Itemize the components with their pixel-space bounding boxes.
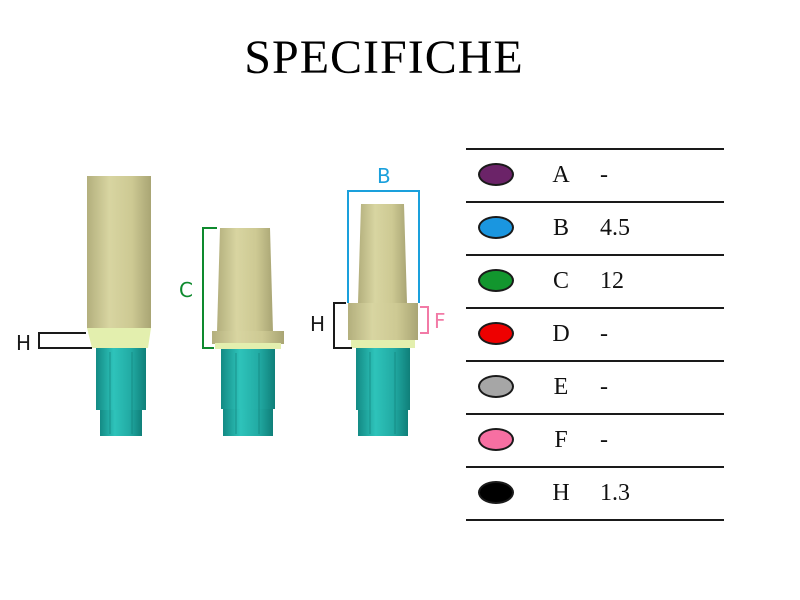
abutment-3-body [358, 204, 407, 303]
abutment-2-base [221, 349, 275, 409]
spec-value: - [600, 374, 608, 400]
spec-letter: C [552, 268, 569, 294]
abutment-3-shoulder [348, 303, 418, 340]
spec-row: H 1.3 [466, 466, 724, 521]
spec-color-swatch [478, 322, 514, 345]
abutment-1 [87, 176, 151, 436]
spec-row: D - [466, 307, 724, 360]
spec-value: 12 [600, 268, 624, 294]
spec-row: C 12 [466, 254, 724, 307]
spec-letter: E [553, 374, 569, 400]
spec-color-swatch [478, 216, 514, 239]
spec-letter: B [552, 215, 569, 241]
page-title: SPECIFICHE [244, 31, 524, 84]
dimension-h-right [333, 302, 352, 349]
dimension-c [202, 227, 217, 349]
spec-row: B 4.5 [466, 201, 724, 254]
spec-value: - [600, 427, 608, 453]
spec-letter: A [552, 162, 570, 188]
spec-value: 4.5 [600, 215, 630, 241]
abutment-1-base-tip [100, 410, 142, 436]
spec-value: - [600, 321, 608, 347]
spec-letter: F [554, 427, 568, 453]
dimension-h-left [38, 332, 92, 349]
dimension-h-left-label: H [16, 331, 31, 355]
abutment-3 [348, 204, 418, 436]
spec-row: A - [466, 148, 724, 201]
abutment-2 [212, 228, 284, 436]
spec-row: F - [466, 413, 724, 466]
spec-color-swatch [478, 163, 514, 186]
abutment-1-base [96, 348, 146, 410]
dimension-h-right-label: H [310, 312, 325, 336]
abutment-2-body [217, 228, 273, 332]
abutment-2-base-tip [223, 409, 273, 436]
spec-color-swatch [478, 269, 514, 292]
abutment-3-collar [351, 340, 415, 348]
dimension-c-label: C [179, 278, 193, 302]
abutment-1-body [87, 176, 151, 328]
spec-value: - [600, 162, 608, 188]
spec-letter: D [552, 321, 570, 347]
dimension-b [347, 190, 420, 303]
abutment-2-collar [215, 343, 281, 349]
dimension-b-label: B [377, 164, 391, 188]
spec-letter: H [552, 480, 570, 506]
dimension-f [420, 306, 429, 334]
dimension-f-label: F [434, 309, 446, 333]
abutment-3-base-tip [358, 410, 408, 436]
spec-color-swatch [478, 481, 514, 504]
abutment-1-collar [87, 328, 151, 348]
abutment-3-base [356, 348, 410, 410]
abutment-2-shoulder [212, 331, 284, 344]
spec-color-swatch [478, 428, 514, 451]
spec-row: E - [466, 360, 724, 413]
spec-value: 1.3 [600, 480, 630, 506]
spec-table: A - B 4.5 C 12 D - E - F - H 1.3 [466, 148, 724, 521]
spec-color-swatch [478, 375, 514, 398]
